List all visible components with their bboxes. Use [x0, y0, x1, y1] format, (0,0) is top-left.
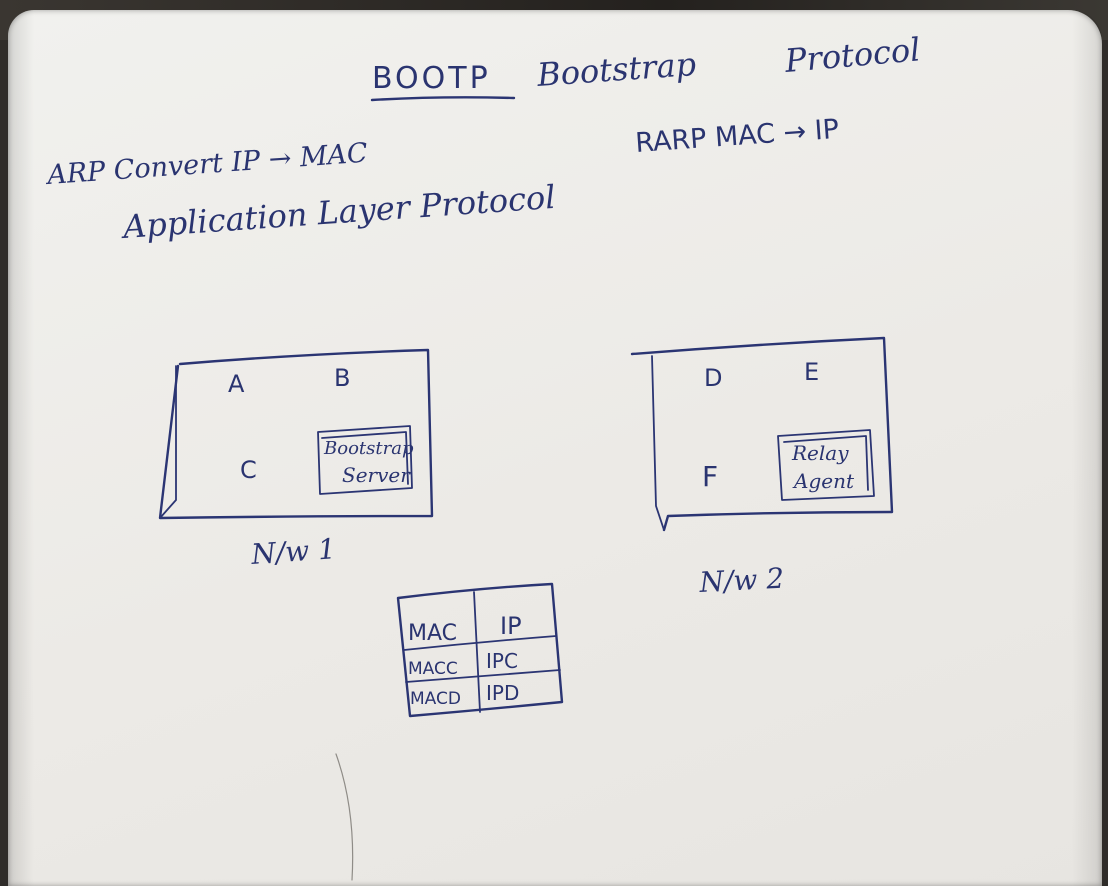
- network2-host-d: D: [704, 364, 722, 392]
- mapping-table-cell-2-2: IPD: [486, 681, 519, 705]
- network1-box-edge: [159, 365, 177, 519]
- relay-agent-line-2: Agent: [792, 469, 855, 493]
- bootstrap-server-line-1: Bootstrap: [323, 438, 414, 459]
- title-acronym: BOOTP: [372, 61, 491, 96]
- mapping-table-header-mac: MAC: [408, 621, 457, 646]
- mapping-table-cell-1-1: MACC: [408, 659, 458, 679]
- mapping-table-cell-1-2: IPC: [486, 649, 518, 673]
- rarp-note: RARP MAC → IP: [634, 114, 840, 159]
- arp-note: ARP Convert IP → MAC: [43, 138, 369, 192]
- page-right-shadow: [1072, 10, 1102, 886]
- relay-agent-box: [777, 429, 875, 501]
- relay-agent-line-1: Relay: [791, 441, 849, 465]
- network1-host-b: B: [334, 364, 350, 392]
- mapping-table-column-line: [473, 591, 481, 713]
- network2-box-edge: [651, 355, 665, 531]
- layer-note: Application Layer Protocol: [119, 178, 557, 246]
- bootstrap-server-line-2: Server: [342, 463, 411, 487]
- title-expansion-2: Protocol: [782, 30, 921, 80]
- mapping-table-header-ip: IP: [500, 612, 522, 640]
- page-left-shadow: [8, 10, 34, 886]
- title-expansion-1: Bootstrap: [535, 45, 697, 94]
- network2-host-e: E: [804, 358, 819, 386]
- mapping-table-row-line-1: [403, 635, 557, 651]
- bootstrap-server-box: [317, 425, 413, 495]
- relay-agent-box-inner: [783, 435, 869, 491]
- network1-host-c: C: [240, 456, 257, 484]
- title-underline: [370, 96, 516, 102]
- mapping-table-row-line-2: [405, 669, 561, 683]
- bootstrap-server-box-inner: [321, 431, 409, 485]
- pencil-stroke: [335, 753, 354, 881]
- network1-host-a: A: [228, 370, 245, 398]
- mapping-table-frame: [396, 582, 564, 718]
- network2-label: N/w 2: [698, 562, 785, 599]
- network1-box: [158, 348, 434, 520]
- network1-label: N/w 1: [249, 532, 337, 571]
- notebook-page: [8, 10, 1102, 886]
- network2-host-f: F: [702, 460, 718, 493]
- network2-box: [630, 336, 894, 532]
- mapping-table-cell-2-1: MACD: [410, 689, 461, 709]
